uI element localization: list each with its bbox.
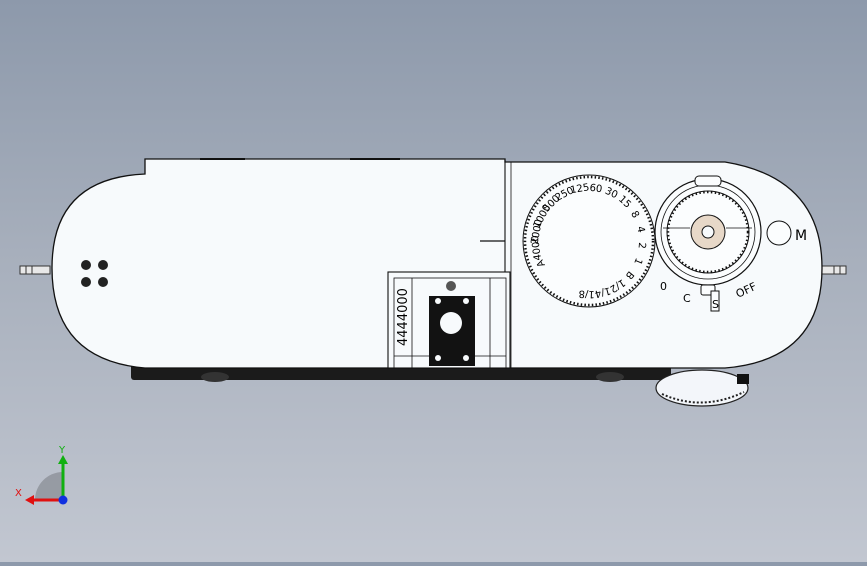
- dial-mark: 8: [628, 209, 641, 220]
- knob-knurling: [661, 391, 745, 404]
- mode-position-c: C: [683, 292, 691, 305]
- base-foot: [596, 372, 624, 382]
- microphone-holes: [81, 260, 108, 287]
- strap-lug-left: [19, 265, 51, 275]
- hot-shoe-inner: [393, 277, 507, 369]
- knob-lock: [737, 374, 749, 384]
- mode-lever-pointer: [710, 290, 720, 312]
- base-foot: [201, 372, 229, 382]
- lever-tab-top: [694, 175, 722, 187]
- dial-mark: 1: [631, 256, 644, 266]
- coordinate-triad: Y X: [15, 445, 68, 505]
- dial-mark: 2: [636, 242, 648, 249]
- m-button-label: M: [795, 228, 807, 244]
- y-axis-label: Y: [58, 445, 66, 456]
- dial-mark: 1/8: [578, 288, 595, 300]
- dial-mark: 4: [634, 225, 646, 234]
- dial-mark: A: [535, 258, 548, 269]
- m-button[interactable]: [766, 220, 792, 246]
- shutter-release-assembly[interactable]: [654, 175, 762, 312]
- dial-mark: 30: [603, 186, 619, 201]
- dial-face: [522, 174, 656, 308]
- dial-mark: 60: [589, 183, 603, 196]
- rewind-knob: [655, 369, 749, 407]
- mode-position-0: 0: [660, 280, 667, 293]
- dial-knurl: [523, 175, 655, 307]
- mode-position-s: S: [712, 298, 719, 311]
- serial-number: 4444000: [396, 288, 411, 346]
- x-axis-label: X: [15, 488, 22, 499]
- dial-mark: 125: [570, 182, 591, 196]
- dial-mark: 4000: [530, 234, 544, 261]
- z-axis-dot: [58, 495, 68, 505]
- dial-mark: 1/4: [593, 284, 611, 299]
- triad-plane: [35, 472, 63, 500]
- cable-release-socket: [701, 225, 715, 239]
- dial-mark: 2000: [530, 218, 545, 245]
- hot-shoe-contact: [429, 281, 475, 366]
